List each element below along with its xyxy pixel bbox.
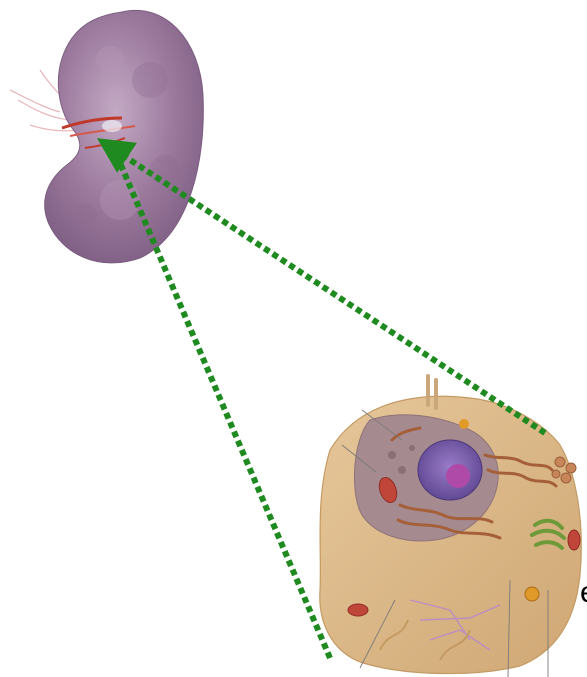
cell-vesicle-top — [459, 419, 469, 429]
edge-letter: e — [580, 578, 587, 608]
cell-vesicle — [525, 587, 539, 601]
kidney-body — [45, 10, 204, 263]
arrow-from-cell-bottom — [118, 158, 330, 658]
kidney-illustration — [10, 10, 203, 263]
cell-illustration — [320, 376, 582, 677]
cell-nucleolus — [446, 464, 470, 488]
arrow-from-cell-top — [112, 148, 545, 433]
